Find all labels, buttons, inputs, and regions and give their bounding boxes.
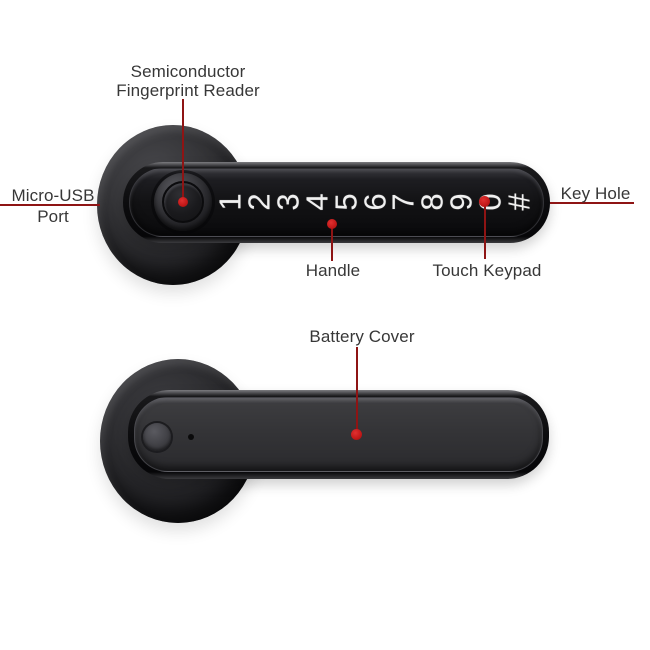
- handle-annotation-dot: [327, 219, 337, 229]
- micro-usb-port-label: Micro-USB Port: [0, 186, 106, 226]
- handle-label: Handle: [305, 261, 361, 280]
- handle-annotation-line: [331, 223, 333, 261]
- key-hole-label: Key Hole: [560, 184, 631, 203]
- micro-usb-annotation-line: [0, 204, 100, 206]
- fingerprint-reader-label: Semiconductor Fingerprint Reader: [88, 62, 288, 100]
- indicator-dot: [188, 434, 194, 440]
- battery-cover-annotation-dot: [351, 429, 362, 440]
- touch-keypad-annotation-line: [484, 201, 486, 259]
- battery-cover-panel: [134, 397, 543, 472]
- front-view: 1 2 3 4 5 6 7 8 9 0 # Semiconductor Fing…: [0, 62, 634, 285]
- key-hole-annotation-line: [550, 202, 634, 204]
- battery-cover-annotation-line: [356, 347, 358, 433]
- fingerprint-label-line2: Fingerprint Reader: [116, 81, 260, 100]
- fingerprint-annotation-line: [182, 99, 184, 199]
- fingerprint-annotation-dot: [178, 197, 188, 207]
- back-view: Battery Cover: [0, 325, 650, 650]
- keypad-key-hash: #: [501, 193, 537, 211]
- micro-usb-label-line2: Port: [37, 207, 69, 226]
- micro-usb-label-line1: Micro-USB: [11, 186, 95, 205]
- reset-button: [143, 423, 171, 451]
- touch-keypad-label: Touch Keypad: [432, 261, 542, 280]
- fingerprint-label-line1: Semiconductor: [130, 62, 246, 81]
- touch-keypad-annotation-dot: [479, 196, 490, 207]
- battery-cover-label: Battery Cover: [309, 327, 415, 346]
